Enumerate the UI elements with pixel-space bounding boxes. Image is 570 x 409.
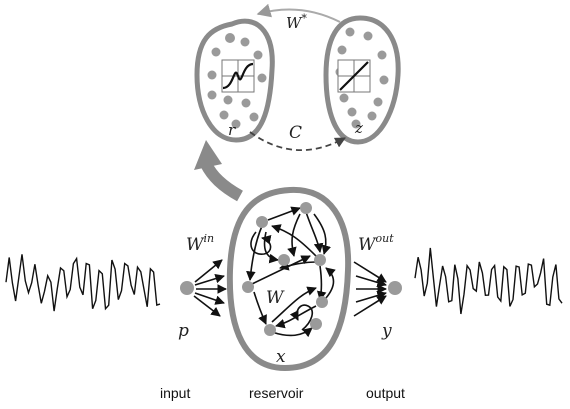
p-label: p	[178, 321, 189, 341]
caption-input: input	[160, 385, 190, 401]
z-label: z	[354, 119, 363, 137]
output-node	[388, 281, 402, 295]
caption-reservoir: reservoir	[249, 385, 304, 401]
c-label: C	[289, 123, 302, 143]
input-fan	[180, 260, 226, 316]
feedback-arrow	[194, 140, 240, 196]
w-star-label: W*	[286, 12, 307, 32]
z-pool: z	[326, 18, 398, 142]
w-in-label: Win	[186, 232, 214, 255]
linear-icon	[338, 60, 370, 92]
w-out-label: Wout	[358, 232, 394, 255]
input-waveform	[6, 254, 160, 311]
caption-output: output	[366, 385, 405, 401]
y-label: y	[381, 321, 392, 341]
input-node	[180, 281, 194, 295]
x-label: x	[276, 347, 286, 367]
r-label: r	[228, 121, 236, 139]
reservoir: W x	[230, 190, 348, 368]
sigmoid-icon	[222, 60, 254, 92]
r-pool: r	[197, 21, 272, 140]
output-waveform	[415, 248, 562, 314]
w-label: W	[266, 288, 285, 308]
output-fan	[354, 262, 402, 316]
